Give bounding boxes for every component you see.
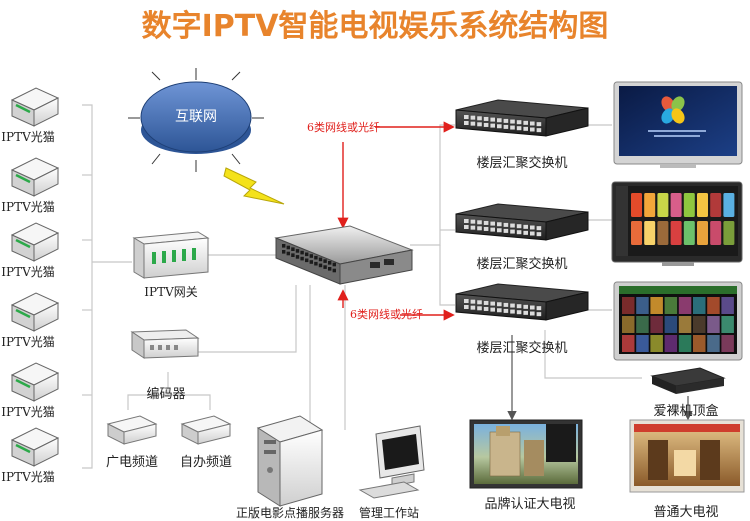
movie-poster [622,335,635,352]
red-link-arrows [337,121,455,321]
movie-poster [678,335,692,352]
optical-modem[interactable]: IPTV光猫 [1,292,60,349]
set-top-box[interactable]: 爱裸机顶盒 [650,367,726,419]
normal-tv-label: 普通大电视 [653,505,718,520]
movie-poster [622,297,635,314]
food-tile [697,221,708,245]
internet-cloud: 互联网 [128,68,264,172]
optical-modem-label: IPTV光猫 [1,335,55,349]
movie-poster [664,335,678,352]
food-tile [644,221,656,245]
movie-poster [707,335,720,352]
food-tile [644,193,656,217]
floor-switch-label: 楼层汇聚交换机 [476,340,567,356]
optical-modem-label: IPTV光猫 [1,405,55,419]
optical-modem-label: IPTV光猫 [1,200,55,214]
optical-modem[interactable]: IPTV光猫 [1,427,60,484]
movie-poster [693,316,706,333]
movie-poster [636,335,649,352]
optical-modem[interactable]: IPTV光猫 [1,362,60,419]
food-tile [683,193,695,217]
floor-switch-label: 楼层汇聚交换机 [476,155,567,171]
movie-poster [678,316,692,333]
movie-poster [693,297,706,314]
movie-poster [721,297,734,314]
floor-switch[interactable]: 楼层汇聚交换机 [455,99,589,171]
food-tile [657,193,669,217]
optical-modem[interactable]: IPTV光猫 [1,222,60,279]
iptv-gateway[interactable]: IPTV网关 [132,231,210,299]
tv-movie-screen [613,281,743,361]
local-channel-label: 自办频道 [180,455,232,470]
clover-logo-icon [661,96,685,124]
movie-poster [678,297,692,314]
workstation[interactable]: 管理工作站 [358,425,425,520]
food-tile [710,193,722,217]
movie-server[interactable]: 正版电影点播服务器 [236,415,344,520]
lightning-icon [223,167,285,205]
movie-poster [650,335,663,352]
optical-modem[interactable]: IPTV光猫 [1,87,60,144]
floor-switch[interactable]: 楼层汇聚交换机 [455,203,589,272]
optical-modem-label: IPTV光猫 [1,130,55,144]
food-tile [723,193,735,217]
movie-poster [693,335,706,352]
movie-poster [707,316,720,333]
brand-tv-label: 品牌认证大电视 [484,496,575,512]
food-tile [697,193,708,217]
internet-label: 互联网 [175,109,217,125]
movie-poster [721,316,734,333]
food-tile [631,193,642,217]
workstation-label: 管理工作站 [359,505,419,520]
floor-switch-label: 楼层汇聚交换机 [476,256,567,272]
link-label-bottom: 6类网线或光纤 [350,307,423,321]
core-switch[interactable] [274,225,414,285]
brand-tv: 品牌认证大电视 [469,419,583,512]
tv-food-menu-screen [611,181,743,266]
food-tile [723,221,735,245]
diagram-title: 数字IPTV智能电视娱乐系统结构图 [142,9,609,44]
link-label-top: 6类网线或光纤 [307,120,380,134]
normal-tv: 普通大电视 [629,419,745,520]
local-channel-box[interactable]: 自办频道 [180,415,232,470]
movie-poster [721,335,734,352]
iptv-gateway-label: IPTV网关 [144,285,198,299]
movie-server-label: 正版电影点播服务器 [236,505,344,520]
movie-poster [622,316,635,333]
encoder[interactable]: 编码器 [130,329,200,402]
optical-modem-column: IPTV光猫 IPTV光猫 IPTV光猫 IPTV光猫 IPTV光猫 IPTV光猫 [1,87,60,484]
food-tile [670,221,682,245]
food-tile [670,193,682,217]
encoder-label: 编码器 [146,387,185,402]
movie-poster [664,316,678,333]
optical-modem[interactable]: IPTV光猫 [1,157,60,214]
movie-poster [664,297,678,314]
optical-modem-label: IPTV光猫 [1,470,55,484]
movie-poster [707,297,720,314]
broadcast-channel-label: 广电频道 [106,455,158,470]
food-tile [657,221,669,245]
movie-poster [636,297,649,314]
stb-label: 爱裸机顶盒 [653,403,718,419]
food-tile [683,221,695,245]
food-tile [710,221,722,245]
floor-switch[interactable]: 楼层汇聚交换机 [455,283,589,356]
movie-poster [650,316,663,333]
tv-menu-screen [613,81,743,168]
movie-poster [636,316,649,333]
optical-modem-label: IPTV光猫 [1,265,55,279]
movie-poster [650,297,663,314]
broadcast-channel-box[interactable]: 广电频道 [106,415,158,470]
food-tile [631,221,642,245]
